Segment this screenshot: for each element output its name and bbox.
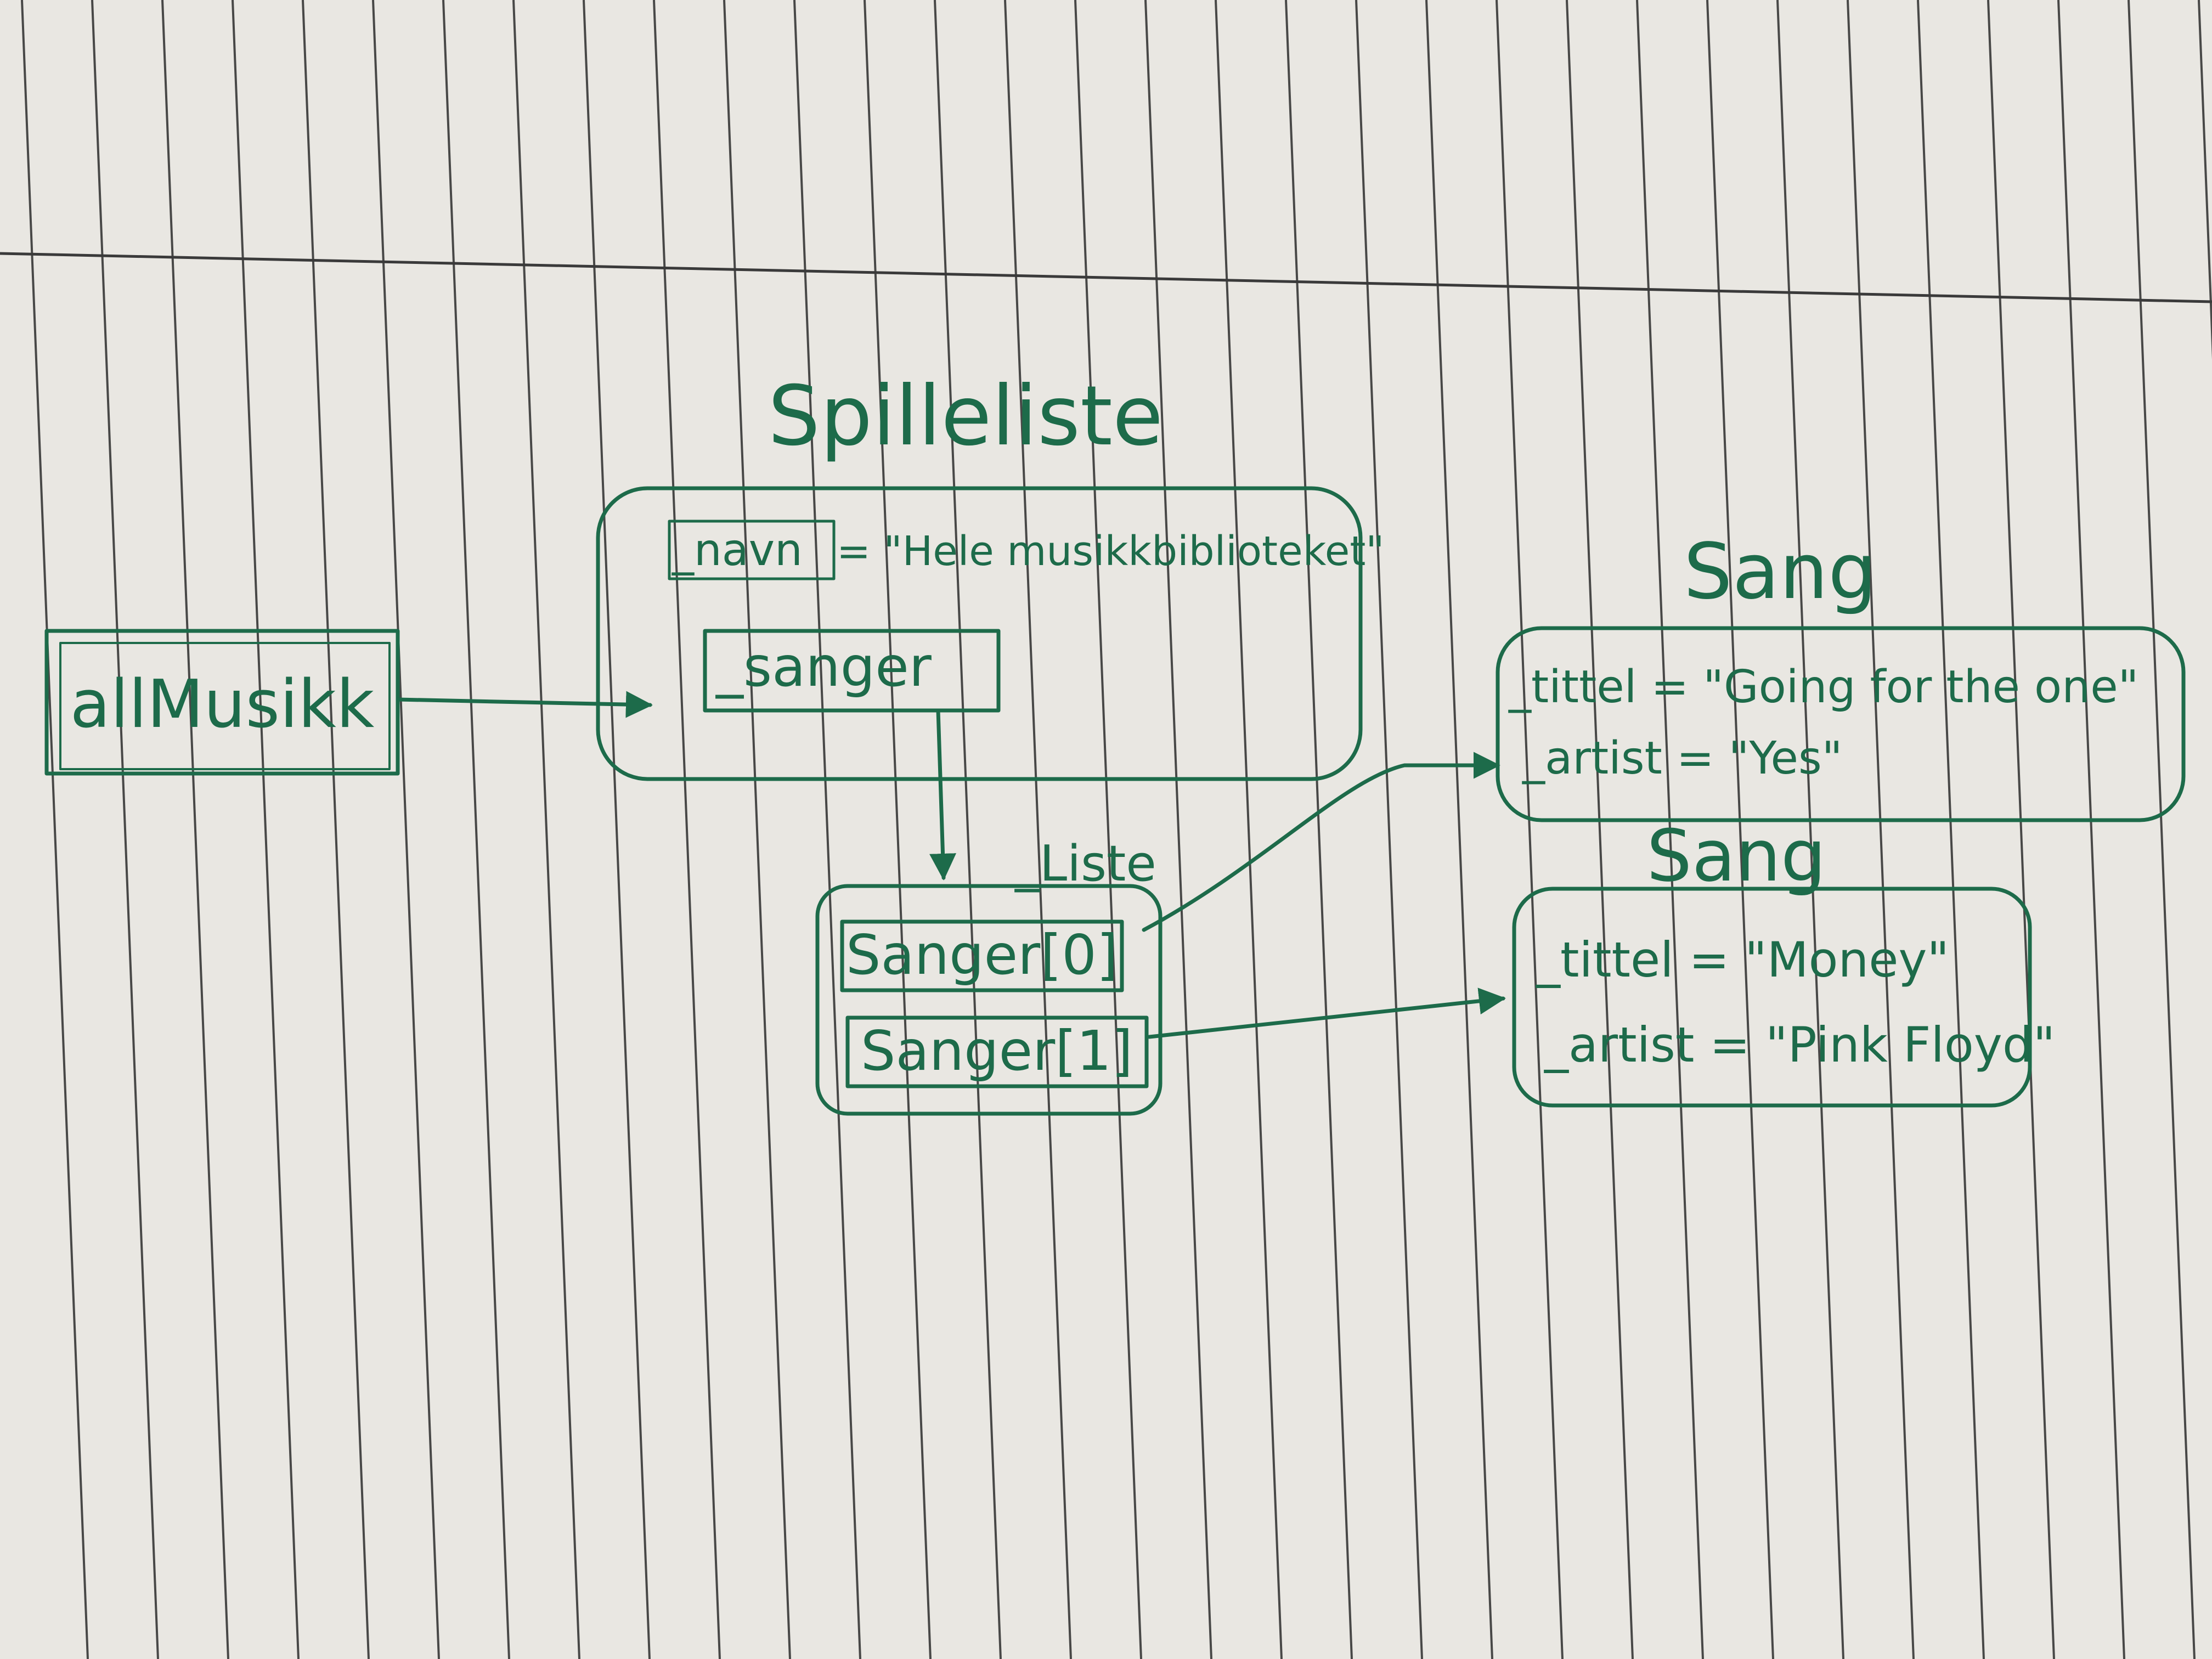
ruled-line <box>512 0 580 1659</box>
spilleliste-object <box>596 486 1363 781</box>
variable-box <box>44 629 400 776</box>
sanger-field-box <box>703 629 1001 713</box>
ruled-line <box>1847 0 1915 1659</box>
sang1-title: Sang <box>1684 527 1877 617</box>
navn-field-box <box>668 520 836 580</box>
sang2-title: Sang <box>1646 814 1826 898</box>
ruled-line <box>1917 0 1985 1659</box>
ruled-line <box>1776 0 1844 1659</box>
ruled-line <box>232 0 300 1659</box>
ruled-line <box>653 0 721 1659</box>
spilleliste-title: Spilleliste <box>768 369 1163 464</box>
variable-label: allMusikk <box>70 667 375 743</box>
ruled-line <box>1215 0 1283 1659</box>
ruled-line <box>723 0 791 1659</box>
ruled-line <box>1566 0 1634 1659</box>
header-rule <box>0 252 2212 303</box>
ruled-line <box>1496 0 1564 1659</box>
sang2-object <box>1512 887 2032 1108</box>
ruled-lines <box>21 0 2212 1659</box>
ruled-line <box>302 0 370 1659</box>
arrow-item0-to-sang1 <box>1142 752 1500 932</box>
ruled-line <box>1285 0 1353 1659</box>
ruled-line <box>21 0 89 1659</box>
liste-item-1: Sanger[1] <box>861 1019 1133 1083</box>
liste-item-0-box <box>840 919 1124 992</box>
liste-item-1-box <box>845 1015 1149 1088</box>
arrow-item1-to-sang2 <box>1147 988 1506 1039</box>
ruled-line <box>793 0 861 1659</box>
variable-box-inner <box>59 642 391 770</box>
sang1-artist: _artist = "Yes" <box>1522 732 1842 785</box>
navn-field-name: _navn <box>672 524 803 575</box>
arrow-sanger-to-liste <box>929 708 957 881</box>
ruled-line <box>934 0 1002 1659</box>
ruled-line <box>91 0 159 1659</box>
sanger-field-name: _sanger <box>715 635 932 699</box>
ruled-line <box>1144 0 1212 1659</box>
ruled-line <box>1987 0 2055 1659</box>
arrow-allmusikk-to-spilleliste <box>396 691 653 718</box>
sang2-artist: _artist = "Pink Floyd" <box>1544 1017 2055 1073</box>
sang1-tittel: _tittel = "Going for the one" <box>1508 661 2138 713</box>
sang2-tittel: _tittel = "Money" <box>1536 932 1949 988</box>
ruled-line <box>372 0 440 1659</box>
liste-label: _Liste <box>1014 835 1156 893</box>
ruled-line <box>1636 0 1704 1659</box>
ruled-line <box>2057 0 2125 1659</box>
ruled-line <box>442 0 510 1659</box>
liste-object <box>815 884 1163 1116</box>
ruled-line <box>161 0 229 1659</box>
ruled-line <box>583 0 651 1659</box>
ruled-line <box>1425 0 1493 1659</box>
liste-item-0: Sanger[0] <box>846 923 1118 987</box>
sang1-object <box>1496 626 2186 822</box>
ruled-line <box>864 0 932 1659</box>
ruled-line <box>1706 0 1774 1659</box>
navn-field-value: = "Hele musikkbiblioteket" <box>837 528 1384 575</box>
ruled-line <box>2198 0 2212 360</box>
ruled-line <box>2128 0 2196 1659</box>
ruled-line <box>1355 0 1423 1659</box>
